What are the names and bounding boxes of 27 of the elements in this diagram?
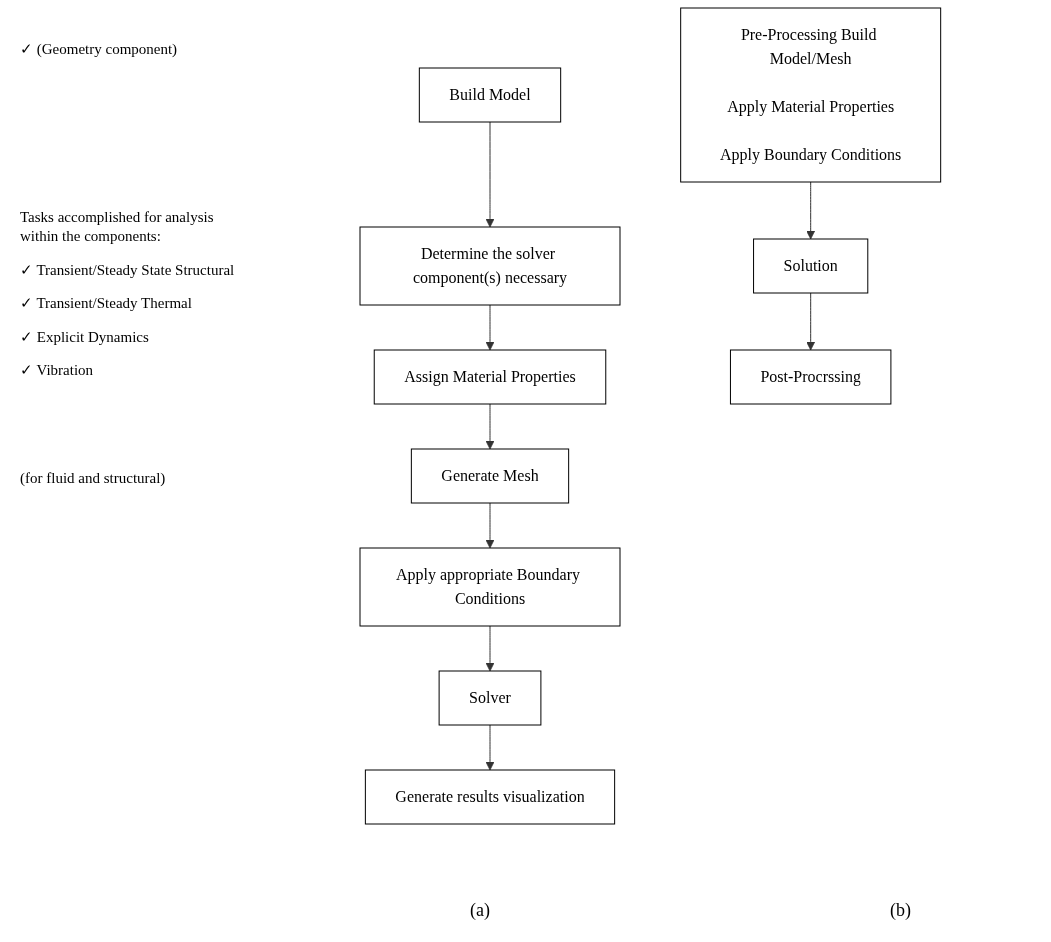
node-box: Apply appropriate Boundary Conditions: [359, 547, 621, 627]
node-box: Post-Procrssing: [730, 349, 892, 405]
arrow: [485, 121, 495, 228]
node-box: Build Model: [419, 67, 562, 123]
node-box: Pre-Processing Build Model/Mesh Apply Material Properties Apply Boundary Conditions: [680, 7, 942, 183]
arrow: [485, 304, 495, 351]
node-box: Determine the solver component(s) necessary: [359, 226, 621, 306]
node-box: Solution: [753, 238, 869, 294]
arrow: [806, 292, 816, 351]
arrow: [485, 724, 495, 771]
node-box: Solver: [438, 670, 542, 726]
side-note: ✓ Transient/Steady State Structural: [20, 260, 236, 280]
side-note: ✓ Vibration: [20, 361, 95, 380]
arrow: [806, 181, 816, 240]
node-box: Generate results visualization: [365, 769, 616, 825]
side-note: ✓ Explicit Dynamics: [20, 327, 150, 347]
panel-caption: (b): [890, 900, 911, 921]
panel-caption: (a): [470, 900, 490, 921]
side-note: ✓ (Geometry component): [20, 40, 179, 59]
node-box: Generate Mesh: [411, 448, 570, 504]
side-note: Tasks accomplished for analysis within the components:: [20, 207, 215, 246]
side-note: ✓ Transient/Steady Thermal: [20, 294, 193, 313]
arrow: [485, 403, 495, 450]
side-note: (for fluid and structural): [20, 468, 167, 488]
node-box: Assign Material Properties: [373, 349, 607, 405]
arrow: [485, 502, 495, 549]
arrow: [485, 625, 495, 672]
